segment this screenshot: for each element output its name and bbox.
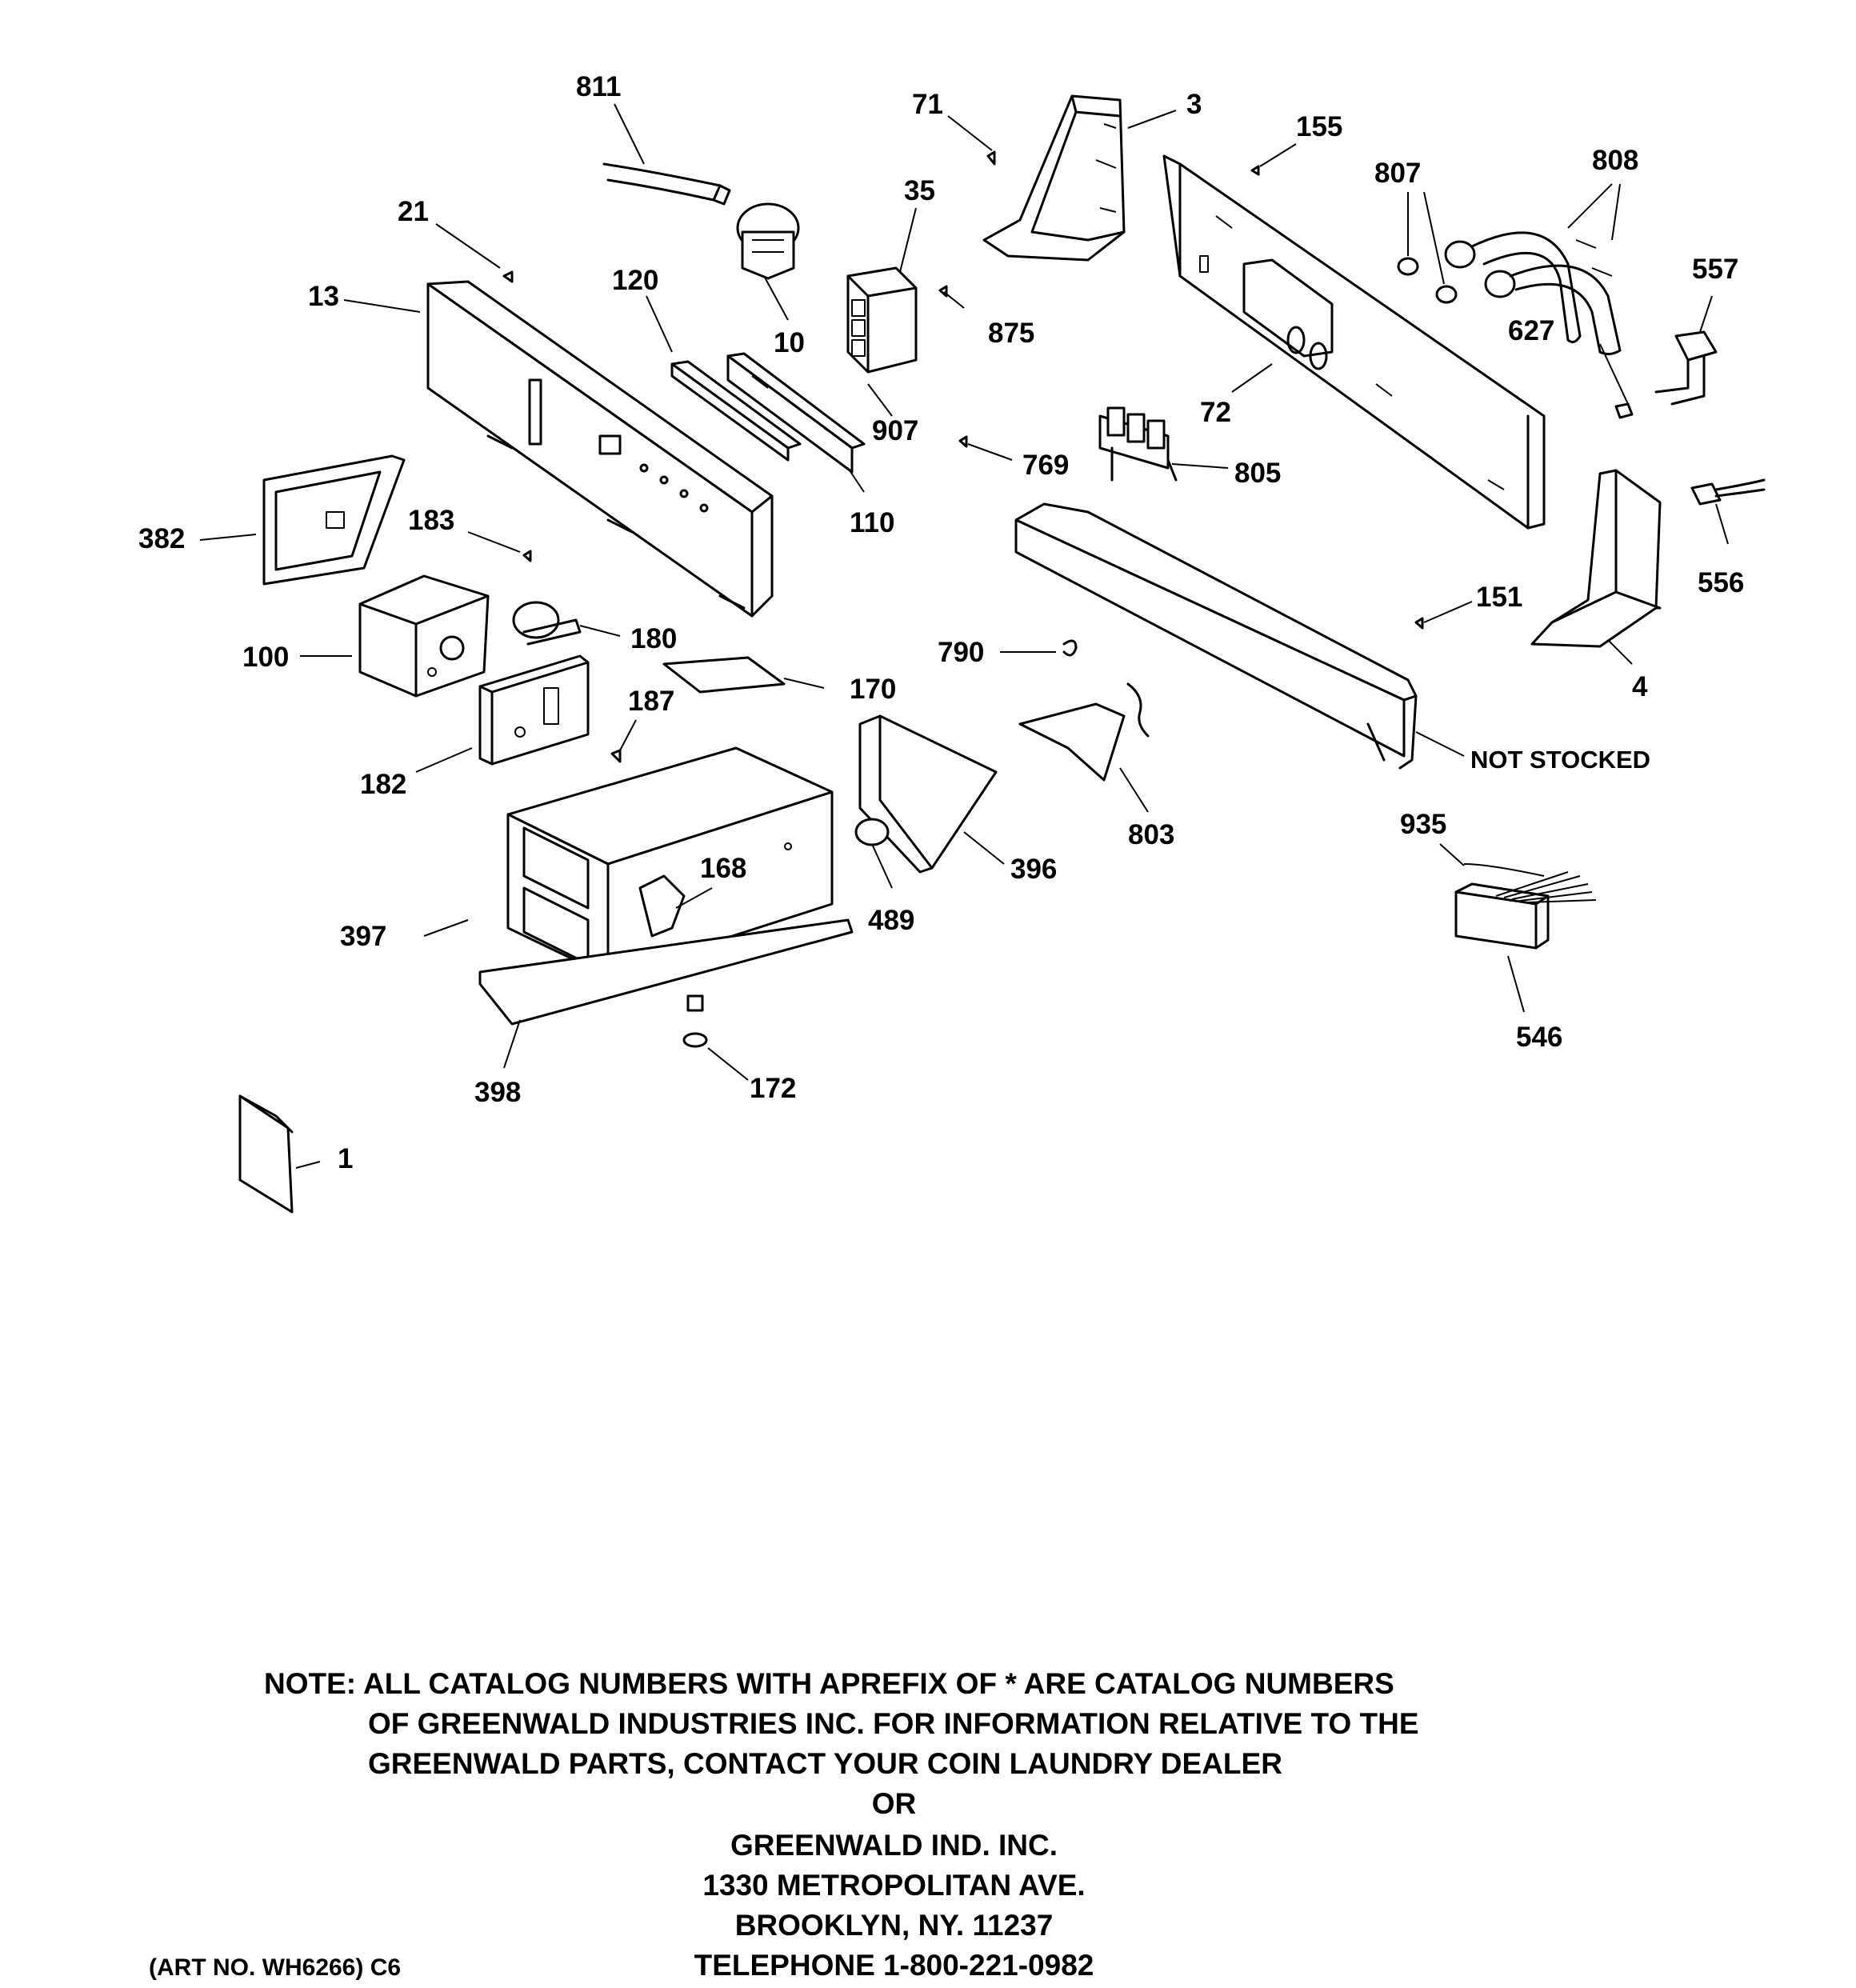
callout-790: 790 <box>938 637 984 668</box>
callout-120: 120 <box>612 265 658 296</box>
callout-labels: 811 71 3 155 807 808 21 35 13 120 10 875… <box>138 71 1744 1174</box>
callout-183: 183 <box>408 505 454 536</box>
callout-110: 110 <box>850 507 894 538</box>
part-timer <box>358 574 490 698</box>
note-line-1: NOTE: ALL CATALOG NUMBERS WITH APREFIX O… <box>264 1667 1394 1700</box>
part-bezel <box>262 454 406 586</box>
part-console-panel <box>426 280 774 618</box>
note-line-2: OF GREENWALD INDUSTRIES INC. FOR INFORMA… <box>368 1707 1419 1740</box>
part-hoses-and-washers <box>1397 231 1622 356</box>
part-knob-bracket <box>512 601 582 646</box>
callout-396: 396 <box>1010 854 1057 885</box>
part-insulation-pad <box>662 656 786 694</box>
part-foot <box>682 994 708 1048</box>
company-name: GREENWALD IND. INC. <box>730 1829 1058 1862</box>
callout-21: 21 <box>398 196 429 227</box>
note-line-3: GREENWALD PARTS, CONTACT YOUR COIN LAUND… <box>368 1747 1282 1780</box>
part-valve <box>1098 406 1178 482</box>
callout-72: 72 <box>1200 397 1231 428</box>
part-screws <box>502 150 1424 763</box>
company-street: 1330 METROPOLITAN AVE. <box>702 1869 1086 1902</box>
callout-182: 182 <box>360 769 406 800</box>
callout-172: 172 <box>750 1073 796 1104</box>
part-hose-and-pressure-switch <box>602 162 800 280</box>
callout-807: 807 <box>1374 158 1421 189</box>
callout-180: 180 <box>630 623 677 654</box>
callout-151: 151 <box>1476 582 1522 613</box>
callout-811: 811 <box>576 71 621 102</box>
callout-397: 397 <box>340 921 386 952</box>
callout-not-stocked: NOT STOCKED <box>1470 746 1650 774</box>
callout-907: 907 <box>872 415 918 446</box>
part-wire-harness <box>1454 863 1597 950</box>
callout-398: 398 <box>474 1077 521 1108</box>
callout-100: 100 <box>242 642 289 673</box>
company-telephone: TELEPHONE 1-800-221-0982 <box>694 1949 1094 1982</box>
part-duct <box>1018 682 1150 782</box>
callout-10: 10 <box>774 327 805 358</box>
callout-808: 808 <box>1592 145 1638 176</box>
callout-803: 803 <box>1128 819 1174 850</box>
callout-769: 769 <box>1022 450 1069 481</box>
callout-382: 382 <box>138 523 185 554</box>
part-manual-envelope <box>238 1094 294 1214</box>
callout-489: 489 <box>868 905 914 936</box>
callout-71: 71 <box>912 89 943 120</box>
company-city: BROOKLYN, NY. 11237 <box>734 1909 1054 1942</box>
part-back-panel <box>1162 154 1546 530</box>
callout-556: 556 <box>1698 567 1744 598</box>
callout-935: 935 <box>1400 809 1446 840</box>
part-leg-bracket <box>1530 469 1662 648</box>
callout-155: 155 <box>1296 111 1342 142</box>
part-mounting-plate <box>478 654 590 766</box>
callout-875: 875 <box>988 318 1034 349</box>
part-control-boards <box>670 352 866 474</box>
callout-3: 3 <box>1186 89 1202 120</box>
callout-187: 187 <box>628 686 674 717</box>
callout-170: 170 <box>850 674 896 705</box>
callout-35: 35 <box>904 175 935 206</box>
callout-546: 546 <box>1516 1022 1562 1053</box>
part-side-bracket <box>854 714 998 874</box>
part-switch-block <box>846 266 918 374</box>
art-number: (ART NO. WH6266) C6 <box>149 1954 402 1981</box>
leader-lines <box>199 103 1729 1169</box>
part-small-electrical <box>1614 330 1766 506</box>
part-top-bracket <box>982 94 1126 262</box>
callout-805: 805 <box>1234 458 1281 489</box>
note-or: OR <box>871 1787 917 1820</box>
callout-627: 627 <box>1508 315 1554 346</box>
part-housing <box>478 746 854 1026</box>
callout-4: 4 <box>1632 671 1648 702</box>
callout-168: 168 <box>700 853 746 884</box>
callout-13: 13 <box>308 281 339 312</box>
callout-1: 1 <box>338 1143 353 1174</box>
part-rail-not-stocked <box>1014 502 1418 770</box>
callout-557: 557 <box>1692 254 1738 285</box>
